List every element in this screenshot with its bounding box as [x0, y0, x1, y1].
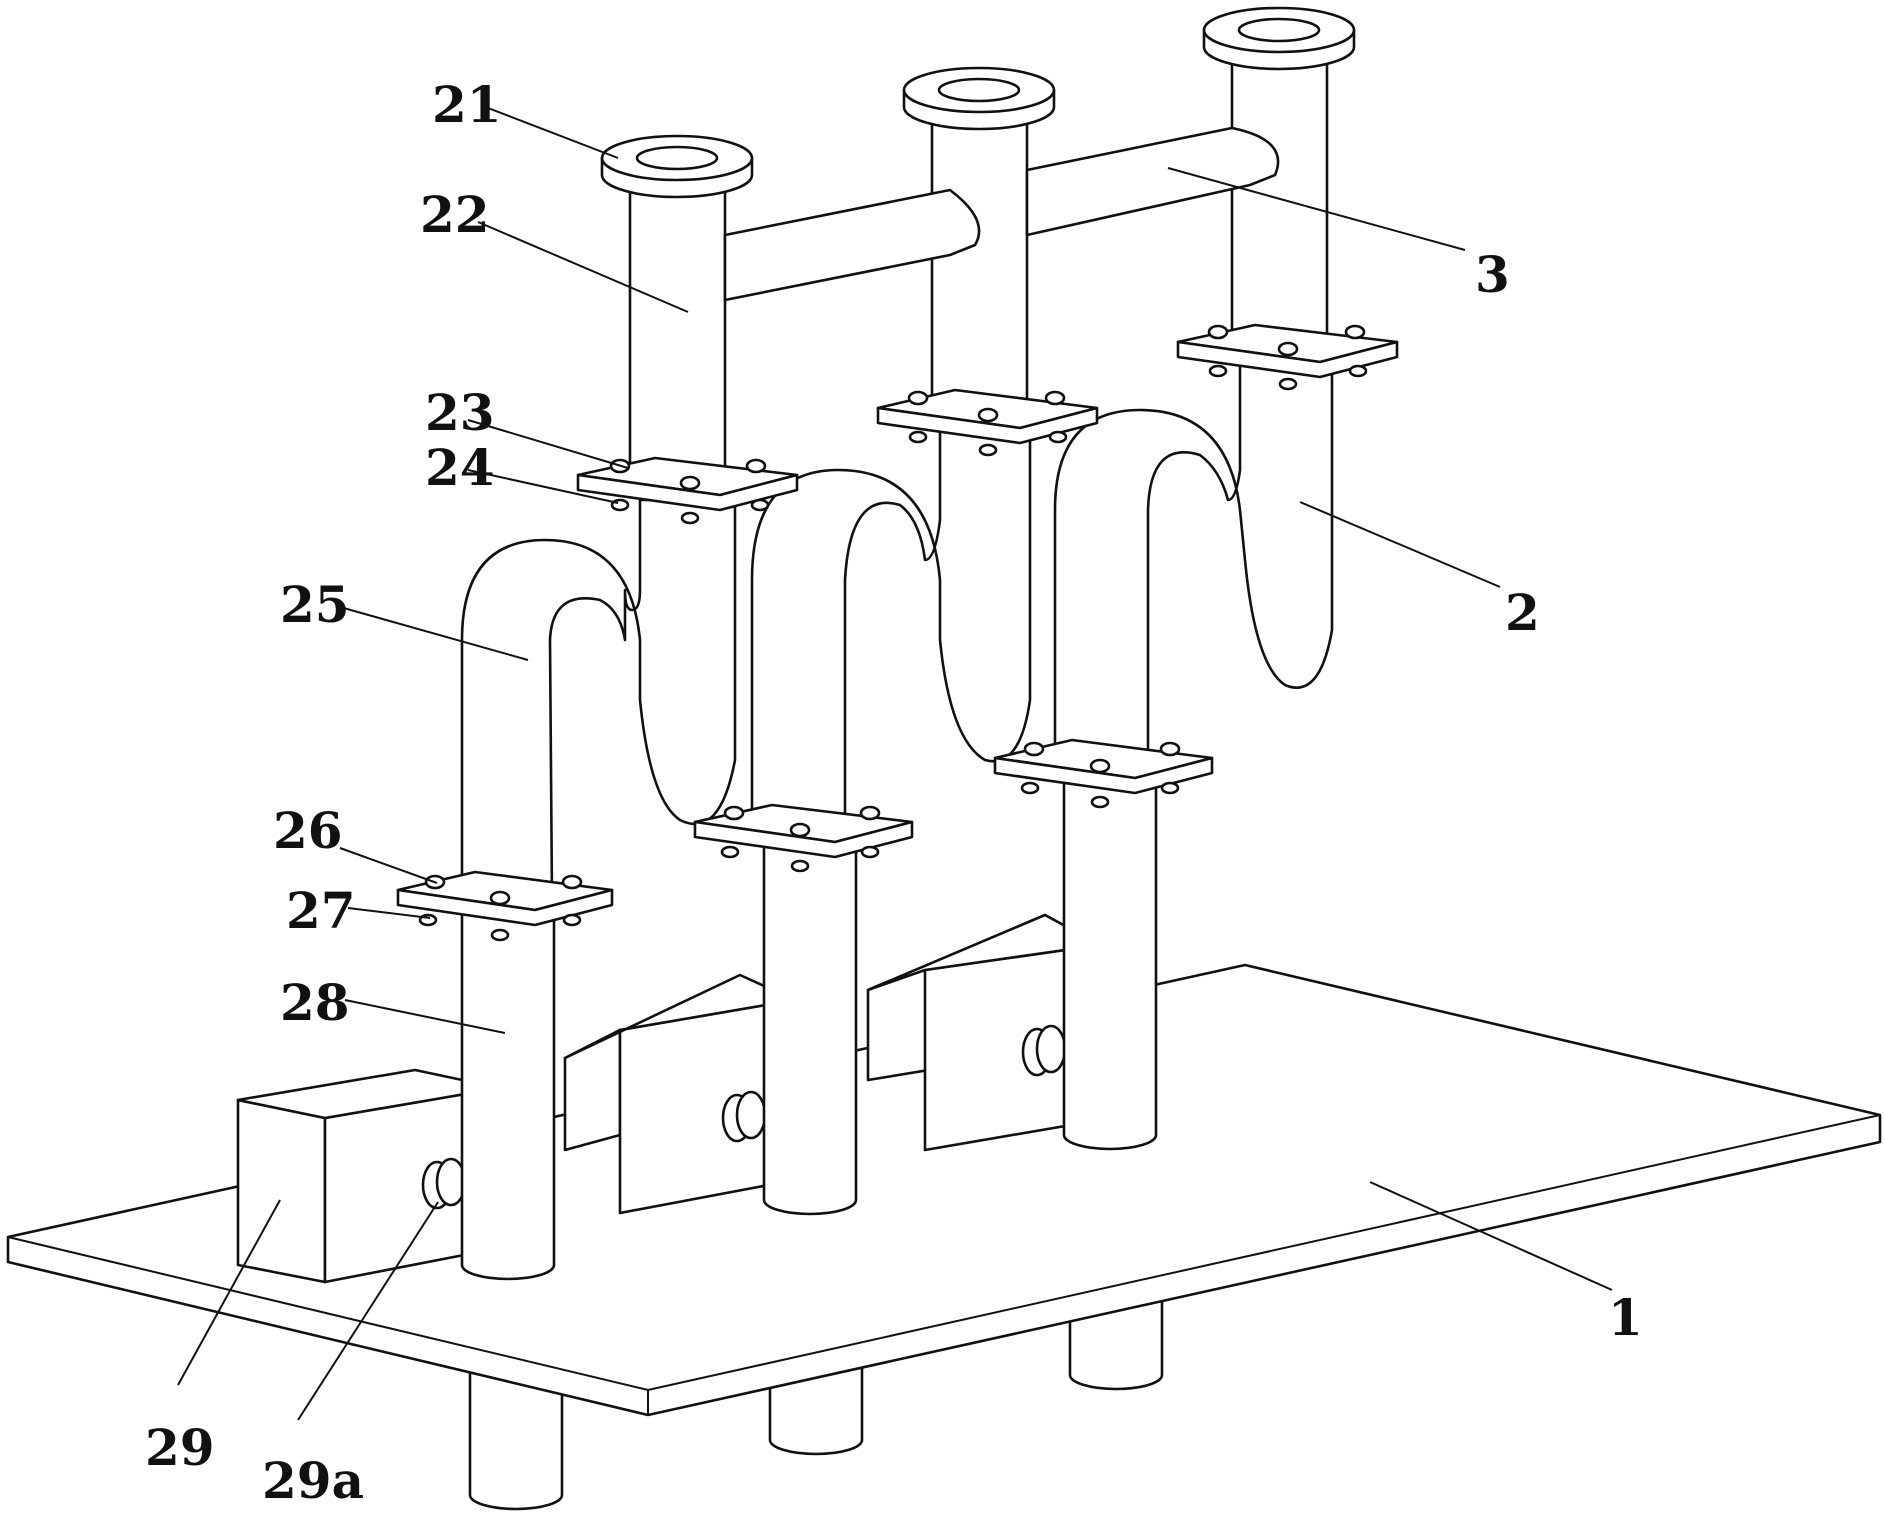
bolt-icon	[679, 475, 701, 491]
bolt-icon	[1344, 324, 1366, 340]
flange-2-bore	[937, 77, 1021, 103]
leader-29	[177, 1199, 281, 1386]
cross-pipe-seg-2	[1025, 126, 1280, 237]
cross-pipe	[723, 126, 1280, 302]
flange-3-bore	[1237, 17, 1321, 43]
sq-flange-u1-side	[576, 473, 799, 512]
bend-pipe-3	[1053, 358, 1334, 762]
nozzle-mid-face	[735, 1090, 767, 1140]
label-29: 29	[145, 1418, 215, 1477]
bolt-icon	[1159, 741, 1181, 757]
base-plate-body	[6, 963, 1882, 1417]
sq-flange-l3-side	[993, 756, 1214, 795]
label-26: 26	[273, 801, 343, 860]
leader-26	[339, 847, 438, 884]
nut-icon	[750, 498, 770, 512]
sq-flange-l1-side	[396, 888, 614, 927]
upper-pipe-1	[628, 168, 727, 482]
leader-24	[467, 469, 619, 504]
bolt-icon	[1277, 341, 1299, 357]
box-mid-side	[563, 1028, 622, 1152]
nut-icon	[1090, 795, 1110, 809]
lower-pipe-2	[762, 826, 858, 1216]
label-27: 27	[286, 881, 356, 940]
label-25: 25	[280, 575, 350, 634]
lower-pipe-1	[460, 898, 556, 1281]
nut-icon	[978, 443, 998, 457]
label-29a: 29a	[262, 1451, 364, 1510]
bolt-icon	[1044, 390, 1066, 406]
bolt-icon	[789, 822, 811, 838]
bolt-icon	[745, 458, 767, 474]
label-24: 24	[425, 438, 495, 497]
sq-flange-u2-side	[876, 406, 1099, 445]
nut-icon	[490, 928, 510, 942]
leader-22	[477, 221, 689, 313]
bend-pipe-2	[750, 423, 1032, 822]
bolt-icon	[859, 805, 881, 821]
label-21: 21	[432, 75, 502, 134]
bolt-icon	[1207, 324, 1229, 340]
nozzle-back-face	[1035, 1024, 1067, 1074]
nut-icon	[790, 859, 810, 873]
nut-icon	[1208, 364, 1228, 378]
label-2: 2	[1505, 583, 1540, 642]
label-23: 23	[425, 383, 495, 442]
nut-icon	[908, 430, 928, 444]
box-front-side	[236, 1098, 327, 1284]
nut-icon	[1348, 364, 1368, 378]
flange-1-bore	[635, 145, 719, 171]
label-22: 22	[420, 185, 490, 244]
top-flanges	[600, 6, 1356, 199]
leader-3	[1167, 167, 1466, 251]
nut-icon	[1020, 781, 1040, 795]
nut-icon	[562, 913, 582, 927]
leader-27	[347, 907, 431, 919]
bolt-icon	[723, 805, 745, 821]
bolt-icon	[561, 874, 583, 890]
leader-23	[467, 419, 629, 469]
lower-pipes	[460, 768, 1158, 1281]
bolts	[418, 324, 1368, 942]
bolt-icon	[907, 390, 929, 406]
leader-29a	[297, 1201, 439, 1421]
upper-pipe-3	[1230, 43, 1329, 347]
upper-pipes	[628, 43, 1329, 482]
bolt-icon	[977, 407, 999, 423]
bend-pipes	[460, 358, 1334, 902]
nut-icon	[680, 511, 700, 525]
nut-icon	[1278, 377, 1298, 391]
cross-pipe-seg-1	[723, 188, 981, 302]
nozzles	[421, 1024, 1067, 1210]
part-labels: 21 22 23 24 25 26 27 28 3 2 1 29 29a	[145, 75, 1643, 1510]
label-28: 28	[280, 973, 350, 1032]
leader-21	[487, 107, 619, 159]
nut-icon	[860, 845, 880, 859]
bolt-icon	[489, 890, 511, 906]
leader-1	[1369, 1181, 1613, 1291]
base-plate	[6, 963, 1882, 1417]
leader-lines	[177, 107, 1613, 1421]
nut-icon	[1048, 430, 1068, 444]
bolt-icon	[1023, 741, 1045, 757]
nut-icon	[1160, 781, 1180, 795]
leader-2	[1299, 501, 1501, 588]
bend-pipe-1	[460, 498, 737, 902]
leader-25	[339, 606, 529, 661]
label-1: 1	[1608, 1288, 1643, 1347]
sq-flange-l2-side	[693, 820, 914, 859]
label-3: 3	[1475, 245, 1510, 304]
lower-pipe-3	[1062, 768, 1158, 1151]
bolt-icon	[1089, 758, 1111, 774]
nut-icon	[720, 845, 740, 859]
sq-flange-u3-side	[1176, 340, 1399, 379]
leader-28	[344, 999, 506, 1034]
